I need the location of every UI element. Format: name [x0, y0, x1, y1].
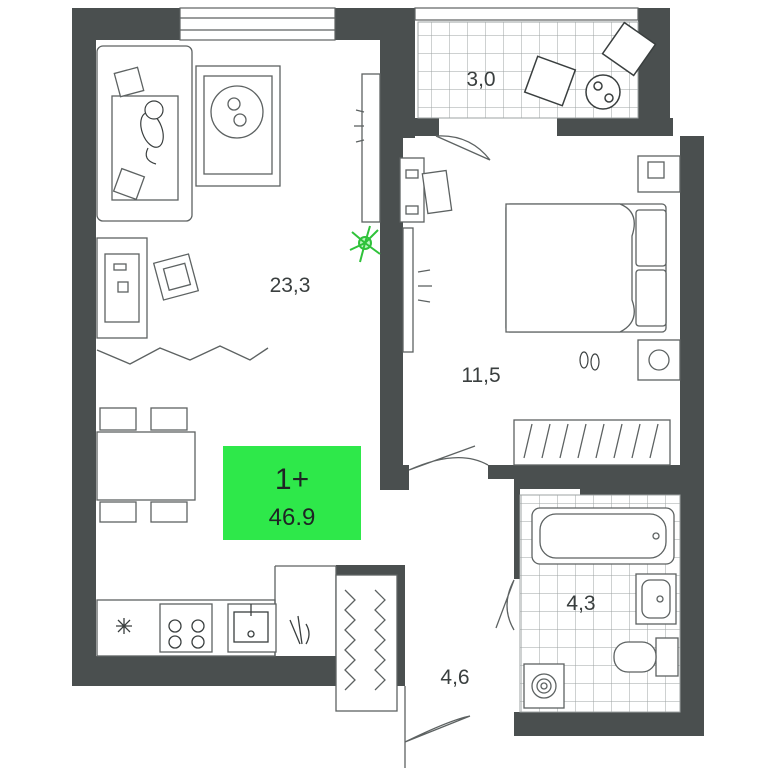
- balcony-table-icon: [585, 74, 621, 110]
- kitchen-utensils-icon: [289, 615, 310, 645]
- slippers-icon: [579, 351, 600, 371]
- stove-icon: [168, 619, 205, 649]
- partition-zigzag: [96, 345, 269, 365]
- armchair-icon: [152, 253, 200, 301]
- badge-background: [223, 446, 361, 540]
- dresser-icon: [96, 237, 148, 339]
- fridge-icon: [116, 618, 132, 634]
- sink-icon: [233, 604, 269, 643]
- toilet-icon: [613, 637, 679, 677]
- tv-unit-icon: [354, 73, 381, 223]
- bed-icon: [505, 203, 667, 333]
- washing-machine-icon: [523, 663, 565, 709]
- rug-icon: [195, 65, 281, 187]
- hall-area: 4,6: [440, 666, 469, 689]
- doors: [404, 135, 515, 768]
- bedroom-area: 11,5: [461, 364, 500, 387]
- cat-icon: [140, 100, 164, 165]
- apartment-type: 1+: [275, 463, 309, 496]
- bedroom-desk-icon: [399, 157, 453, 223]
- bedroom-tv-icon: [402, 227, 432, 353]
- balcony: [417, 21, 657, 119]
- living-room-area: 23,3: [270, 274, 311, 297]
- nightstand-icon: [637, 155, 681, 381]
- bathtub-icon: [531, 507, 675, 565]
- dining-table-icon: [96, 407, 196, 523]
- bathroom-area: 4,3: [566, 592, 595, 615]
- windows: [179, 7, 639, 41]
- bathroom: [519, 494, 681, 713]
- plant-icon: [349, 225, 381, 263]
- washbasin-icon: [635, 573, 677, 625]
- total-area: 46.9: [269, 504, 316, 531]
- balcony-area: 3,0: [466, 68, 495, 91]
- bedroom-wardrobe-icon: [513, 419, 671, 466]
- kitchen-counter: [96, 565, 337, 657]
- hall-wardrobe-icon: [335, 574, 398, 712]
- balcony-chair-icon: [523, 21, 657, 107]
- apartment-badge: 1+ 46.9: [223, 446, 361, 540]
